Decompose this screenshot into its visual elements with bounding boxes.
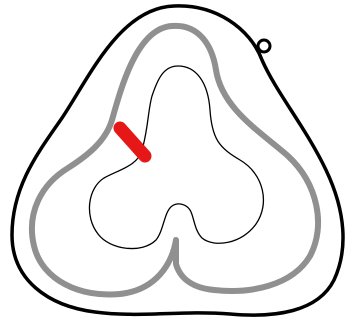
car[interactable] [120, 128, 145, 156]
small-circle-icon [258, 40, 270, 52]
inner-track-boundary [89, 66, 263, 249]
